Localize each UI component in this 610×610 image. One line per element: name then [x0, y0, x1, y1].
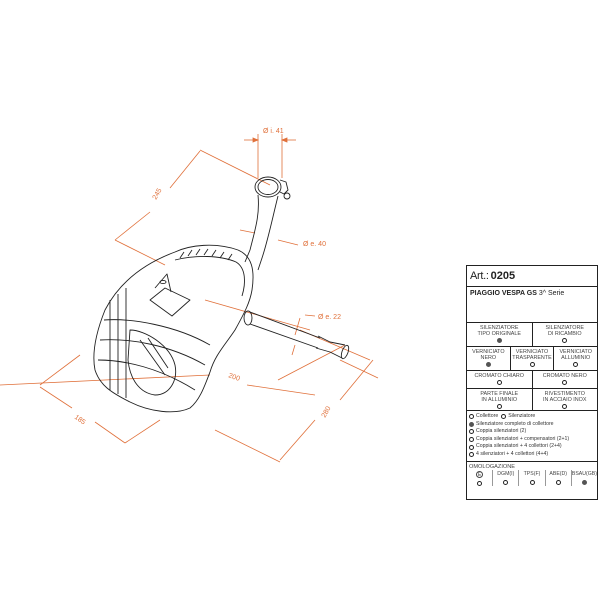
radio-silenziatore[interactable] [501, 414, 507, 420]
radio-unselected[interactable] [562, 380, 568, 385]
option-label: SILENZIATORE [545, 325, 584, 331]
finish-row: VERNICIATO NERO VERNICIATO TRASPARENTE V… [467, 347, 597, 371]
option-parte-finale-alluminio[interactable]: PARTE FINALE IN ALLUMINIO [467, 389, 533, 410]
dim-length-245: 245 [152, 187, 164, 201]
option-label: Silenziatore [508, 413, 536, 419]
radio-unselected[interactable] [562, 338, 568, 343]
product-spec-panel: Art.: 0205 PIAGGIO VESPA GS 3^ Serie SIL… [466, 265, 598, 500]
option-label: ALLUMINIO [561, 355, 591, 361]
list-item[interactable]: Silenziatore completo di collettore [469, 421, 595, 429]
omologazione-e[interactable]: E [467, 469, 494, 486]
option-label: TIPO ORIGINALE [477, 331, 521, 337]
option-label: Collettore [476, 413, 499, 419]
dim-outer-diameter-40: Ø e. 40 [303, 241, 326, 248]
option-verniciato-nero[interactable]: VERNICIATO NERO [467, 347, 511, 370]
option-rivestimento-inox[interactable]: RIVESTIMENTO IN ACCIAIO INOX [533, 389, 598, 410]
option-label: IN ALLUMINIO [481, 397, 518, 403]
option-label: VERNICIATO [472, 349, 505, 355]
radio-unselected[interactable] [529, 479, 535, 485]
option-label: Coppia silenziatori (2) [476, 428, 527, 435]
dim-inner-diameter-41: Ø i. 41 [263, 128, 284, 135]
radio-collettore[interactable] [469, 414, 474, 420]
option-label: Coppia silenziatori + 4 collettori (2+4) [476, 443, 562, 450]
option-label: VERNICIATO [559, 349, 592, 355]
radio-unselected[interactable] [496, 404, 502, 409]
e-mark-icon: E [476, 470, 484, 478]
configuration-list: Collettore Silenziatore Silenziatore com… [467, 411, 597, 462]
option-label: 4 silenziatori + 4 collettori (4+4) [476, 450, 549, 457]
radio-unselected[interactable] [562, 404, 568, 409]
radio-selected[interactable] [496, 338, 502, 343]
article-label: Art.: [470, 270, 489, 282]
option-label: NERO [480, 355, 497, 361]
option-label: SILENZIATORE [480, 325, 519, 331]
option-label: RIVESTIMENTO [544, 391, 585, 397]
omologazione-abe[interactable]: ABE(D) [546, 469, 572, 486]
option-label: Coppia silenziatori + compensatori (2+1) [476, 435, 570, 442]
model-series: 3^ Serie [536, 290, 565, 297]
dim-length-185: 185 [73, 414, 87, 426]
radio-unselected[interactable] [555, 479, 561, 485]
vehicle-model: PIAGGIO VESPA GS 3^ Serie [467, 287, 597, 323]
option-cromato-nero[interactable]: CROMATO NERO [533, 371, 598, 388]
radio-unselected[interactable] [496, 380, 502, 385]
option-label: CROMATO CHIARO [474, 373, 524, 379]
radio-selected[interactable] [581, 479, 587, 485]
omologazione-bsau[interactable]: BSAU(GB) [572, 470, 597, 486]
radio-unselected[interactable] [529, 362, 535, 367]
omologazione-title: OMOLOGAZIONE [469, 463, 515, 470]
material-row: PARTE FINALE IN ALLUMINIO RIVESTIMENTO I… [467, 389, 597, 411]
radio-selected[interactable] [469, 421, 474, 427]
option-di-ricambio[interactable]: SILENZIATORE DI RICAMBIO [533, 323, 598, 346]
option-label: VERNICIATO [515, 349, 549, 355]
chrome-row: CROMATO CHIARO CROMATO NERO [467, 371, 597, 389]
option-label: TPS(F) [523, 470, 541, 477]
dim-length-280: 280 [321, 405, 333, 419]
radio-selected[interactable] [485, 362, 491, 367]
type-row: SILENZIATORE TIPO ORIGINALE SILENZIATORE… [467, 323, 597, 347]
article-number: 0205 [490, 270, 516, 282]
list-item[interactable]: Coppia silenziatori + 4 collettori (2+4) [469, 443, 595, 451]
muffler-outline [93, 176, 350, 413]
radio-unselected[interactable] [477, 480, 483, 486]
dim-length-200: 200 [227, 372, 240, 383]
option-label: DI RICAMBIO [547, 331, 582, 337]
radio-unselected[interactable] [573, 362, 579, 367]
option-tipo-originale[interactable]: SILENZIATORE TIPO ORIGINALE [467, 323, 533, 346]
option-verniciato-alluminio[interactable]: VERNICIATO ALLUMINIO [554, 347, 597, 370]
omologazione-dgm[interactable]: DGM(I) [493, 469, 520, 486]
option-label: Silenziatore completo di collettore [476, 420, 554, 427]
radio-unselected[interactable] [469, 437, 474, 443]
radio-unselected[interactable] [469, 444, 474, 450]
option-label: IN ACCIAIO INOX [543, 397, 587, 403]
list-item[interactable]: Coppia silenziatori + compensatori (2+1) [469, 436, 595, 444]
article-header: Art.: 0205 [467, 266, 597, 287]
list-item-collettore-silenziatore: Collettore Silenziatore [469, 413, 595, 421]
option-verniciato-trasparente[interactable]: VERNICIATO TRASPARENTE [511, 347, 555, 370]
dim-outer-diameter-22: Ø e. 22 [318, 314, 341, 321]
option-label: ABE(D) [549, 470, 567, 477]
radio-unselected[interactable] [503, 479, 509, 485]
list-item[interactable]: 4 silenziatori + 4 collettori (4+4) [469, 451, 595, 459]
omologazione-options: E DGM(I) TPS(F) ABE(D) BSAU(GB) [467, 469, 597, 486]
list-item[interactable]: Coppia silenziatori (2) [469, 428, 595, 436]
option-label: CROMATO NERO [542, 373, 587, 379]
model-name: PIAGGIO VESPA GS [470, 290, 537, 297]
option-label: PARTE FINALE [480, 391, 519, 397]
radio-unselected[interactable] [469, 429, 474, 435]
omologazione-section: OMOLOGAZIONE E DGM(I) TPS(F) ABE(D) BSAU… [467, 462, 597, 486]
option-label: TRASPARENTE [512, 355, 552, 361]
omologazione-tps[interactable]: TPS(F) [519, 469, 546, 486]
option-cromato-chiaro[interactable]: CROMATO CHIARO [467, 371, 533, 388]
radio-unselected[interactable] [469, 452, 474, 458]
option-label: BSAU(GB) [571, 470, 597, 477]
dimension-labels: Ø i. 41 Ø e. 40 Ø e. 22 245 200 185 280 [73, 128, 341, 426]
option-label: DGM(I) [497, 470, 515, 477]
